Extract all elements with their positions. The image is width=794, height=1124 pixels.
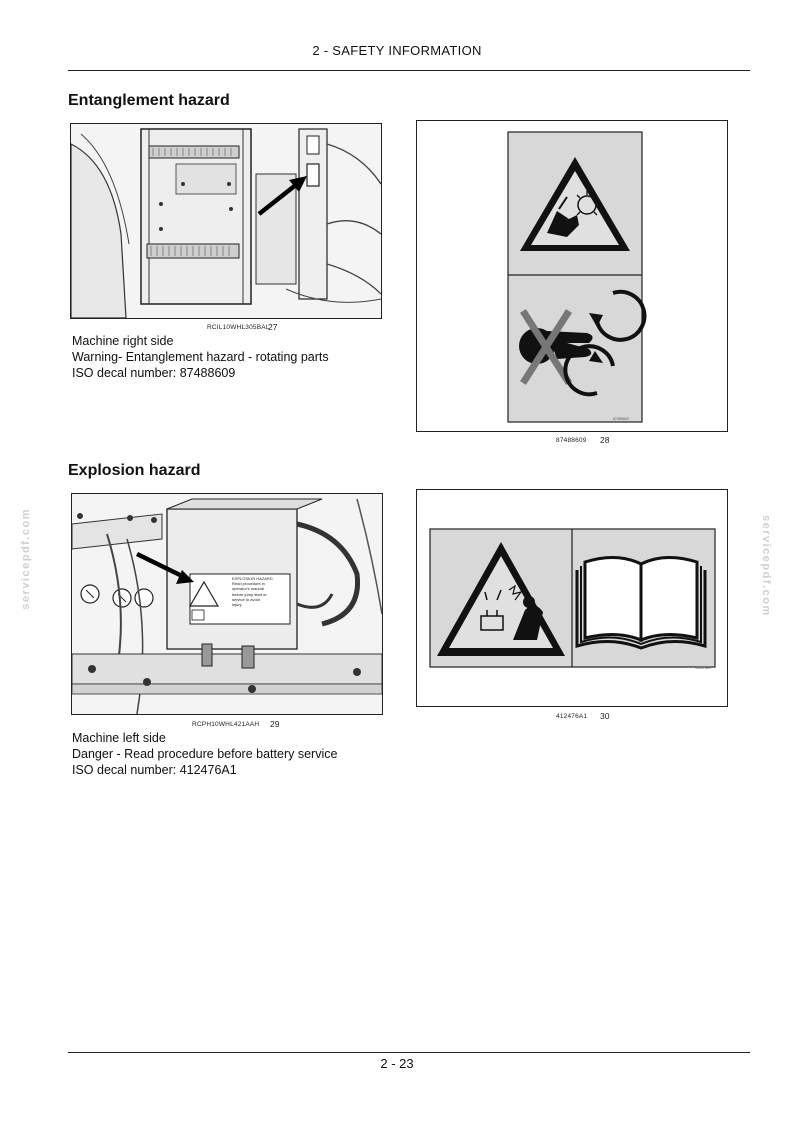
section-title-entanglement: Entanglement hazard <box>68 92 230 109</box>
decal-small-label-28: 87488609 <box>613 417 629 421</box>
caption-line: ISO decal number: 87488609 <box>72 366 236 380</box>
caption-line: Machine left side <box>72 731 166 745</box>
section-title-explosion: Explosion hazard <box>68 462 201 479</box>
decal-code-30: 412476A1 <box>556 713 588 720</box>
decal-small-label-30: 412476A1 <box>695 666 711 670</box>
caption-line: Danger - Read procedure before battery s… <box>72 747 338 761</box>
watermark-right: servicepdf.com <box>760 515 772 617</box>
decal-code-28: 87488609 <box>556 437 587 444</box>
figure-number-27: 27 <box>268 322 278 332</box>
watermark-left: servicepdf.com <box>20 508 32 610</box>
photo-decal-text: EXPLOSION HAZARD Read procedure in opera… <box>232 576 273 608</box>
photo-code-29: RCPH10WHL421AAH <box>192 721 260 728</box>
decal-entanglement-figure: 87488609 <box>416 120 728 432</box>
figure-number-29: 29 <box>270 719 280 729</box>
caption-line: Warning- Entanglement hazard - rotating … <box>72 350 329 364</box>
caption-explosion: Machine left side Danger - Read procedur… <box>72 730 337 778</box>
caption-entanglement: Machine right side Warning- Entanglement… <box>72 333 329 381</box>
footer-rule <box>68 1052 750 1053</box>
photo-machine-left-side: EXPLOSION HAZARD Read procedure in opera… <box>71 493 383 715</box>
caption-line: Machine right side <box>72 334 174 348</box>
page-number: 2 - 23 <box>380 1056 414 1071</box>
page-header-title: 2 - SAFETY INFORMATION <box>312 43 482 58</box>
caption-line: ISO decal number: 412476A1 <box>72 763 237 777</box>
decal-explosion-figure: 412476A1 <box>416 489 728 707</box>
photo-code-27: RCIL10WHL305BAL <box>207 324 270 331</box>
figure-number-28: 28 <box>600 435 610 445</box>
figure-number-30: 30 <box>600 711 610 721</box>
header-rule <box>68 70 750 71</box>
photo-machine-right-side <box>70 123 382 319</box>
